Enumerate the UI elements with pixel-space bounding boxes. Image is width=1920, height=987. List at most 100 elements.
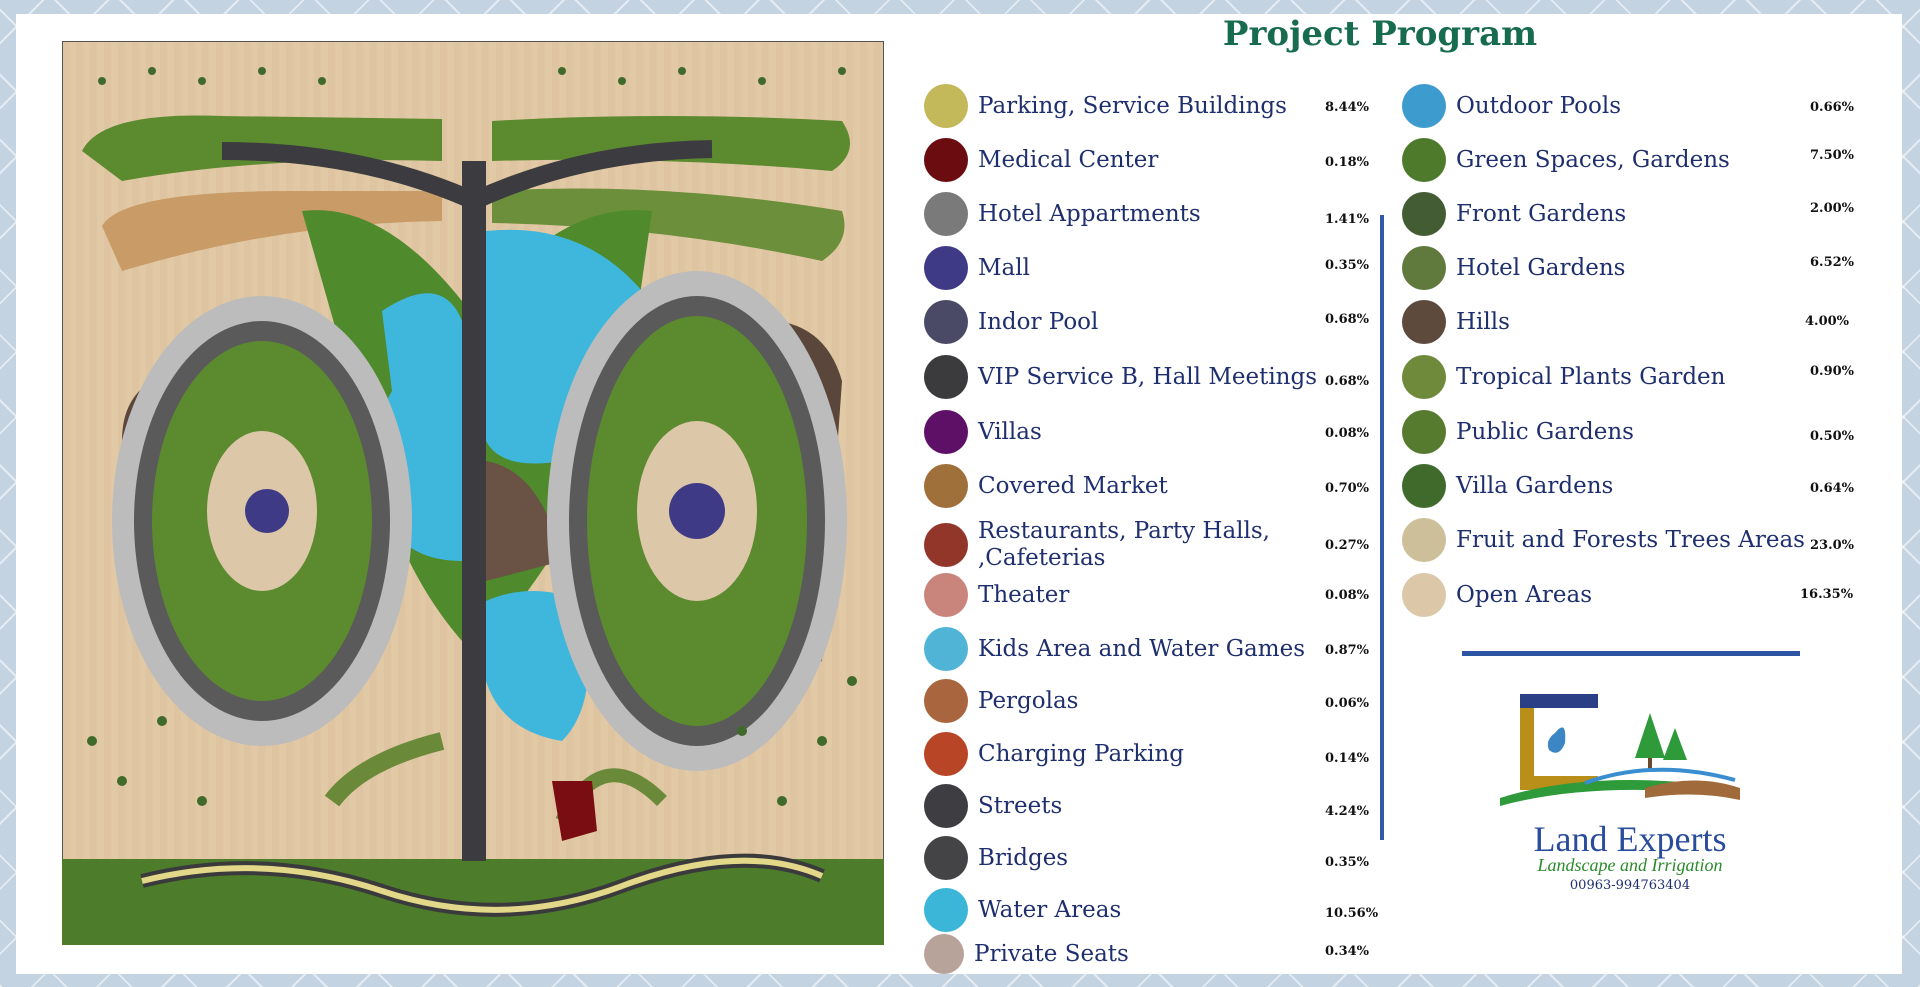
legend-item: VIP Service B, Hall Meetings xyxy=(924,355,1317,399)
legend-item: Water Areas xyxy=(924,888,1121,932)
legend-label: Front Gardens xyxy=(1456,200,1627,227)
public-garden-swatch-icon xyxy=(1402,410,1446,454)
legend-item: Streets xyxy=(924,784,1062,828)
fruit-trees-swatch-icon xyxy=(1402,518,1446,562)
legend-percent: 4.00% xyxy=(1805,314,1850,329)
market-swatch-icon xyxy=(924,464,968,508)
theater-swatch-icon xyxy=(924,573,968,617)
logo-brand: Land Experts xyxy=(1533,819,1727,859)
legend-item: Charging Parking xyxy=(924,732,1184,776)
legend-label: Covered Market xyxy=(978,472,1168,499)
legend-label: Bridges xyxy=(978,844,1069,871)
legend-percent: 1.41% xyxy=(1325,212,1370,227)
outdoor-pool-swatch-icon xyxy=(1402,84,1446,128)
legend-label: Villas xyxy=(978,418,1042,445)
tropical-swatch-icon xyxy=(1402,355,1446,399)
legend-percent: 0.14% xyxy=(1325,751,1370,766)
legend-item: Hotel Appartments xyxy=(924,192,1201,236)
legend-percent: 4.24% xyxy=(1325,804,1370,819)
legend-label: Indor Pool xyxy=(978,308,1099,335)
kids-swatch-icon xyxy=(924,627,968,671)
legend-label: Kids Area and Water Games xyxy=(978,635,1305,662)
open-area-swatch-icon xyxy=(1402,573,1446,617)
project-program-title: Project Program xyxy=(1222,14,1538,54)
legend-percent: 16.35% xyxy=(1800,587,1854,602)
legend-label: VIP Service B, Hall Meetings xyxy=(978,363,1318,390)
legend-item: Indor Pool xyxy=(924,300,1098,344)
legend-item: Mall xyxy=(924,246,1030,290)
legend-percent: 0.08% xyxy=(1325,426,1370,441)
green-swatch-icon xyxy=(1402,138,1446,182)
legend-item: Front Gardens xyxy=(1402,192,1626,236)
legend-item: Medical Center xyxy=(924,138,1158,182)
villas-swatch-icon xyxy=(924,410,968,454)
logo-tagline: Landscape and Irrigation xyxy=(1537,855,1723,875)
legend-percent: 0.08% xyxy=(1325,588,1370,603)
legend-percent: 0.06% xyxy=(1325,696,1370,711)
divider-vertical xyxy=(1380,215,1384,840)
legend-label: Water Areas xyxy=(978,896,1122,923)
legend-label: Tropical Plants Garden xyxy=(1456,363,1726,390)
mall-swatch-icon xyxy=(924,246,968,290)
legend-item: Villas xyxy=(924,410,1042,454)
divider-horizontal xyxy=(1462,651,1800,656)
legend-item: Restaurants, Party Halls, ,Cafeterias xyxy=(924,518,1270,572)
legend-percent: 0.87% xyxy=(1325,643,1370,658)
legend-label: Private Seats xyxy=(974,940,1129,967)
legend-label: Fruit and Forests Trees Areas xyxy=(1456,526,1805,553)
legend-item: Tropical Plants Garden xyxy=(1402,355,1725,399)
legend-label: Hotel Gardens xyxy=(1456,254,1626,281)
land-experts-logo xyxy=(1495,688,1765,903)
logo-phone: 00963-994763404 xyxy=(1569,878,1691,893)
bridges-swatch-icon xyxy=(924,836,968,880)
legend-percent: 0.66% xyxy=(1810,100,1855,115)
legend-percent: 0.18% xyxy=(1325,155,1370,170)
water-swatch-icon xyxy=(924,888,968,932)
legend-label: Parking, Service Buildings xyxy=(978,92,1287,119)
legend-label: Restaurants, Party Halls, ,Cafeterias xyxy=(978,518,1270,571)
legend-percent: 0.64% xyxy=(1810,481,1855,496)
legend-label: Open Areas xyxy=(1456,581,1593,608)
legend-item: Outdoor Pools xyxy=(1402,84,1621,128)
medical-swatch-icon xyxy=(924,138,968,182)
legend-percent: 7.50% xyxy=(1810,148,1855,163)
legend-percent: 10.56% xyxy=(1325,906,1379,921)
legend-item: Private Seats xyxy=(924,934,1129,974)
hotel-garden-swatch-icon xyxy=(1402,246,1446,290)
streets-swatch-icon xyxy=(924,784,968,828)
legend-percent: 6.52% xyxy=(1810,255,1855,270)
pool-swatch-icon xyxy=(924,300,968,344)
logo-mark xyxy=(1500,694,1740,806)
legend-item: Kids Area and Water Games xyxy=(924,627,1305,671)
legend-label: Medical Center xyxy=(978,146,1159,173)
villa-garden-swatch-icon xyxy=(1402,464,1446,508)
hotel-swatch-icon xyxy=(924,192,968,236)
vip-swatch-icon xyxy=(924,355,968,399)
legend-item: Fruit and Forests Trees Areas xyxy=(1402,518,1805,562)
legend-item: Bridges xyxy=(924,836,1068,880)
legend-label: Hills xyxy=(1456,308,1510,335)
legend-percent: 8.44% xyxy=(1325,100,1370,115)
legend-percent: 23.0% xyxy=(1810,538,1855,553)
site-plan-map xyxy=(62,41,884,945)
front-garden-swatch-icon xyxy=(1402,192,1446,236)
legend-label: Theater xyxy=(978,581,1070,608)
legend-label: Hotel Appartments xyxy=(978,200,1201,227)
legend-percent: 0.70% xyxy=(1325,481,1370,496)
parking-swatch-icon xyxy=(924,84,968,128)
restaurant-swatch-icon xyxy=(924,523,968,567)
legend-label: Green Spaces, Gardens xyxy=(1456,146,1730,173)
legend-item: Covered Market xyxy=(924,464,1168,508)
seats-swatch-icon xyxy=(924,934,964,974)
legend-label: Charging Parking xyxy=(978,740,1185,767)
legend-item: Open Areas xyxy=(1402,573,1592,617)
legend-item: Pergolas xyxy=(924,679,1079,723)
legend-item: Public Gardens xyxy=(1402,410,1634,454)
legend-label: Villa Gardens xyxy=(1456,472,1614,499)
pergola-swatch-icon xyxy=(924,679,968,723)
legend-label: Outdoor Pools xyxy=(1456,92,1622,119)
legend-percent: 0.27% xyxy=(1325,538,1370,553)
legend-label: Pergolas xyxy=(978,687,1079,714)
legend-label: Public Gardens xyxy=(1456,418,1634,445)
legend-percent: 0.68% xyxy=(1325,374,1370,389)
